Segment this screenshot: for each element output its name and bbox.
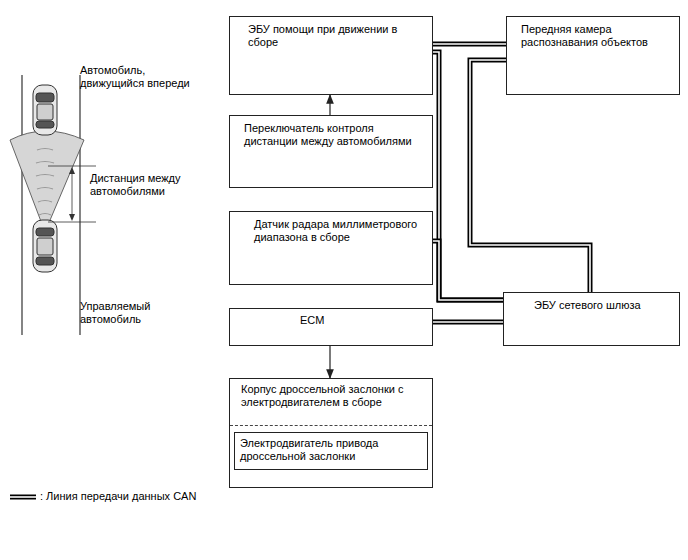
component-box: Переключатель контроля дистанции между а… xyxy=(229,115,433,188)
can-bus-line xyxy=(433,241,503,300)
signal-arrow xyxy=(330,95,331,115)
can-bus-line xyxy=(433,44,506,45)
annotation-label: Автомобиль, движущийся впереди xyxy=(80,64,190,90)
box-label: Датчик радара миллиметрового диапазона в… xyxy=(254,218,424,244)
can-bus-line xyxy=(433,52,503,300)
legend-text: : Линия передачи данных CAN xyxy=(40,490,196,503)
component-box: Передняя камера распознавания объектов xyxy=(506,16,680,95)
component-box: Корпус дроссельной заслонки с электродви… xyxy=(229,378,433,488)
box-label: Электродвигатель привода дроссельной зас… xyxy=(240,437,415,463)
component-box: ECM xyxy=(229,308,433,346)
component-box: ЭБУ помощи при движении в сборе xyxy=(229,16,433,95)
component-box: Электродвигатель привода дроссельной зас… xyxy=(234,432,428,470)
can-bus-line xyxy=(433,322,503,323)
box-label: ЭБУ помощи при движении в сборе xyxy=(248,23,398,49)
box-label: ECM xyxy=(300,314,360,327)
box-label: Корпус дроссельной заслонки с электродви… xyxy=(241,383,426,409)
annotation-label: Управляемый автомобиль xyxy=(80,300,190,326)
component-box: Датчик радара миллиметрового диапазона в… xyxy=(229,211,433,285)
annotation-label: Дистанция между автомобилями xyxy=(90,172,200,198)
box-label: Передняя камера распознавания объектов xyxy=(521,23,656,49)
dashed-divider xyxy=(230,425,432,426)
component-box: ЭБУ сетевого шлюза xyxy=(503,292,680,346)
box-label: Переключатель контроля дистанции между а… xyxy=(244,122,429,148)
signal-arrow xyxy=(330,346,331,378)
box-label: ЭБУ сетевого шлюза xyxy=(534,299,674,312)
legend-entry: : Линия передачи данных CAN xyxy=(40,490,196,503)
